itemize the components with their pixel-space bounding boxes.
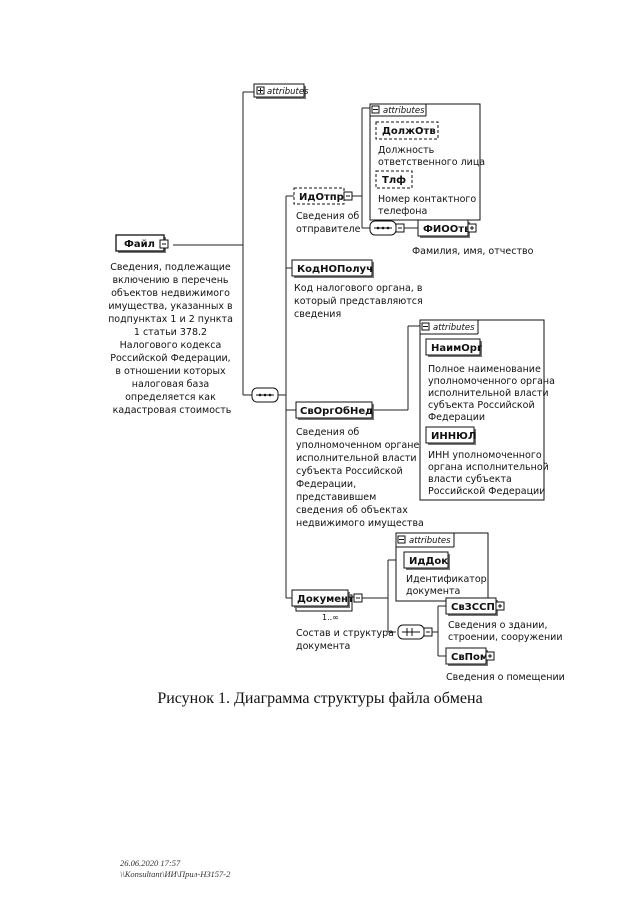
tax-code-name: КодНОПолуч <box>297 264 373 275</box>
sender-attributes-box: attributes ДолжОтв Должность ответственн… <box>369 103 485 221</box>
element-tax-code[interactable]: КодНОПолуч <box>291 259 374 278</box>
print-timestamp: 26.06.2020 17:57 <box>120 858 181 868</box>
attribute-inn-label: ИННЮЛ <box>431 431 476 442</box>
attributes-label: attributes <box>409 536 451 546</box>
document-cardinality: 1..∞ <box>322 613 339 622</box>
attributes-label: attributes <box>267 87 309 97</box>
tax-code-description: Код налогового органа, в который предста… <box>294 283 426 320</box>
attribute-org-name[interactable]: НаимОрг <box>425 338 482 357</box>
building-info-label: СвЗССП <box>451 602 495 613</box>
attribute-phone-name: Тлф <box>382 174 406 186</box>
sender-name: ИдОтпр <box>299 192 344 203</box>
element-sender[interactable]: ИдОтпр <box>293 187 353 205</box>
document-name: Документ <box>297 594 354 605</box>
room-info-description: Сведения о помещении <box>446 672 565 683</box>
root-name: Файл <box>124 239 155 250</box>
figure-caption: Рисунок 1. Диаграмма структуры файла обм… <box>157 690 483 707</box>
full-name-description: Фамилия, имя, отчество <box>412 246 534 257</box>
choice-compositor-icon <box>397 624 433 640</box>
document-attributes-box: attributes ИдДок Идентификатор документа <box>395 532 490 602</box>
attribute-org-name-label: НаимОрг <box>431 343 482 354</box>
root-attributes-collapsed[interactable]: attributes <box>253 83 309 99</box>
sequence-compositor-icon <box>251 387 279 403</box>
organization-description: Сведения об уполномоченном органе исполн… <box>296 427 424 529</box>
organization-attributes-box: attributes НаимОрг Полное наименование у… <box>419 319 558 501</box>
building-info-description: Сведения о здании, строении, сооружении <box>448 620 563 643</box>
attribute-position[interactable]: ДолжОтв <box>375 121 439 140</box>
sender-description: Сведения об отправителе <box>296 211 362 235</box>
attribute-position-name: ДолжОтв <box>382 126 436 137</box>
full-name-label: ФИООтв <box>423 224 470 235</box>
root-element-file[interactable]: Файл <box>115 234 169 253</box>
attribute-inn[interactable]: ИННЮЛ <box>425 426 476 445</box>
attribute-position-description: Должность ответственного лица <box>378 145 485 168</box>
attribute-phone-description: Номер контактного телефона <box>378 194 479 217</box>
sequence-compositor-icon <box>369 220 405 236</box>
attributes-label: attributes <box>383 106 425 116</box>
root-description: Сведения, подлежащие включению в перечен… <box>108 262 236 416</box>
element-document[interactable]: Документ <box>291 589 363 612</box>
element-full-name[interactable]: ФИООтв <box>417 219 477 238</box>
print-path: \\Konsultant\ИИ\Прил-НЗ157-2 <box>120 869 231 879</box>
attributes-label: attributes <box>433 323 475 333</box>
attribute-doc-id-label: ИдДок <box>409 556 448 567</box>
attribute-phone[interactable]: Тлф <box>375 170 413 189</box>
document-description: Состав и структура документа <box>296 628 397 652</box>
connector-lines <box>173 91 446 657</box>
element-building-info[interactable]: СвЗССП <box>445 597 505 616</box>
room-info-label: СвПом <box>451 652 488 663</box>
organization-name: СвОргОбНед <box>300 405 373 417</box>
element-organization[interactable]: СвОргОбНед <box>295 401 374 420</box>
attribute-org-name-description: Полное наименование уполномоченного орга… <box>428 364 558 423</box>
attribute-inn-description: ИНН уполномоченного органа исполнительно… <box>428 450 552 497</box>
attribute-doc-id[interactable]: ИдДок <box>403 551 450 570</box>
attribute-doc-id-description: Идентификатор документа <box>406 574 490 597</box>
element-room-info[interactable]: СвПом <box>445 647 495 666</box>
